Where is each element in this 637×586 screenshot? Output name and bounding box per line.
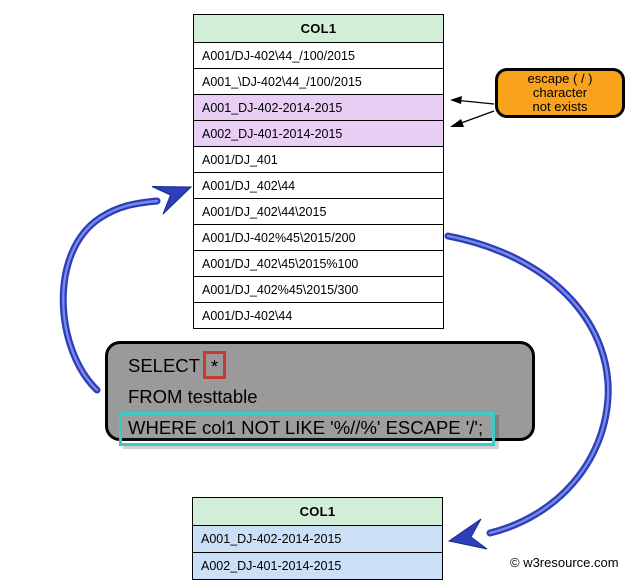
table-cell: A001/DJ_401 [193, 146, 444, 173]
table-row: A001_DJ-402-2014-2015 [192, 525, 443, 553]
source-table-header-row: COL1 [193, 14, 444, 43]
table-cell: A001/DJ-402%45\2015/200 [193, 224, 444, 251]
table-row: A001/DJ_401 [193, 146, 444, 173]
sql-where-text: WHERE col1 NOT LIKE '%//%' ESCAPE '/'; [128, 417, 484, 438]
source-table-header: COL1 [193, 14, 444, 43]
table-row: A001/DJ-402\44 [193, 302, 444, 329]
sql-query-box: SELECT * FROM testtable WHERE col1 NOT LI… [105, 341, 535, 446]
table-cell: A001/DJ-402\44 [193, 302, 444, 329]
table-cell: A001/DJ_402\45\2015%100 [193, 250, 444, 277]
table-row: A001_\DJ-402\44_/100/2015 [193, 68, 444, 95]
callout-arrow-2 [450, 110, 495, 127]
escape-callout: escape ( / ) character not exists [495, 68, 625, 118]
table-cell: A001_DJ-402-2014-2015 [193, 94, 444, 121]
table-row: A001/DJ_402%45\2015/300 [193, 276, 444, 303]
table-cell: A001_DJ-402-2014-2015 [192, 525, 443, 553]
result-table-header: COL1 [192, 497, 443, 526]
table-cell: A002_DJ-401-2014-2015 [192, 552, 443, 580]
sql-select-line: SELECT * [128, 350, 532, 381]
table-cell: A001/DJ_402%45\2015/300 [193, 276, 444, 303]
where-highlight-box: WHERE col1 NOT LIKE '%//%' ESCAPE '/'; [119, 412, 496, 446]
table-cell: A001/DJ_402\44 [193, 172, 444, 199]
table-row: A001/DJ_402\44 [193, 172, 444, 199]
table-row: A002_DJ-401-2014-2015 [192, 552, 443, 580]
table-cell: A001_\DJ-402\44_/100/2015 [193, 68, 444, 95]
callout-line-2: character [532, 85, 588, 100]
table-cell: A001/DJ_402\44\2015 [193, 198, 444, 225]
callout-arrow-1 [450, 96, 495, 105]
table-row: A001/DJ-402%45\2015/200 [193, 224, 444, 251]
sql-select-keyword: SELECT [128, 355, 200, 376]
sql-from-line: FROM testtable [128, 386, 258, 407]
table-row: A001_DJ-402-2014-2015 [193, 94, 444, 121]
table-row: A001/DJ_402\45\2015%100 [193, 250, 444, 277]
table-row: A002_DJ-401-2014-2015 [193, 120, 444, 147]
table-cell: A002_DJ-401-2014-2015 [193, 120, 444, 147]
callout-line-3: not exists [532, 99, 588, 114]
result-table-header-row: COL1 [192, 497, 443, 526]
callout-line-1: escape ( / ) [527, 71, 593, 86]
table-row: A001/DJ-402\44_/100/2015 [193, 42, 444, 69]
table-cell: A001/DJ-402\44_/100/2015 [193, 42, 444, 69]
star-highlight-box: * [202, 351, 226, 380]
table-row: A001/DJ_402\44\2015 [193, 198, 444, 225]
sql-where-line: WHERE col1 NOT LIKE '%//%' ESCAPE '/'; [119, 412, 532, 446]
copyright-text: © w3resource.com [510, 555, 619, 570]
sql-select-star: * [210, 356, 219, 378]
